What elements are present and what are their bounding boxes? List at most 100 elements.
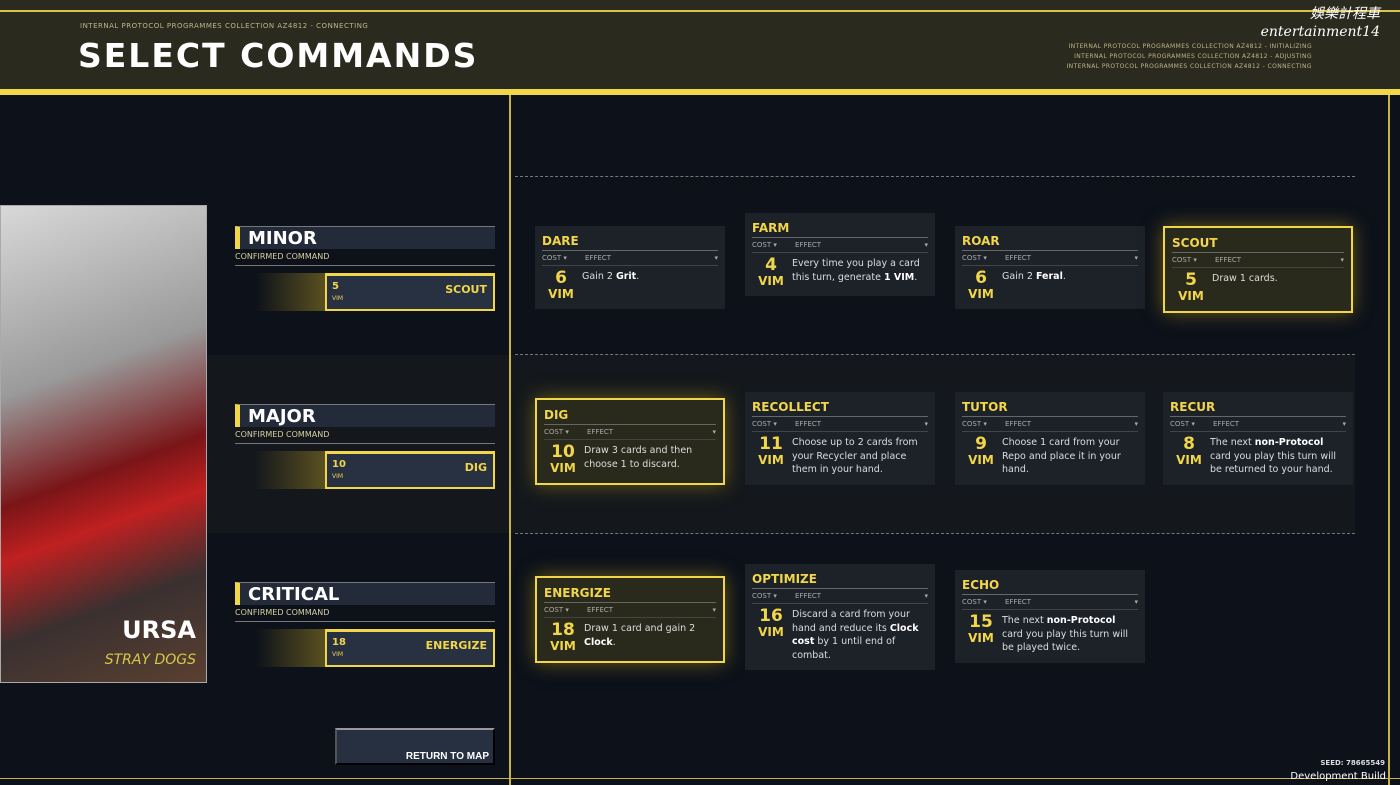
effect-header: EFFECT — [795, 420, 822, 428]
watermark-cn: 娛樂計程車 — [1310, 6, 1380, 22]
divider — [515, 354, 1355, 355]
card-header: COST ▾EFFECT▾ — [544, 425, 716, 440]
slot-tier: MINOR — [235, 226, 495, 249]
slot-cost: 10 — [332, 459, 346, 470]
card-effect: Discard a card from your hand and reduce… — [792, 609, 919, 661]
effect-header: EFFECT — [1005, 420, 1032, 428]
seed-label: SEED: 78665549 — [1320, 759, 1385, 767]
slot-tier: MAJOR — [235, 404, 495, 427]
card-effect: Gain 2 Feral. — [1002, 271, 1066, 282]
slot-unit: VIM — [332, 473, 344, 480]
effect-header: EFFECT — [1213, 420, 1240, 428]
header: INTERNAL PROTOCOL PROGRAMMES COLLECTION … — [0, 0, 1400, 95]
chevron-down-icon: ▾ — [1134, 420, 1138, 428]
chevron-down-icon: ▾ — [924, 592, 928, 600]
cost-header: COST ▾ — [542, 254, 567, 262]
selected-command[interactable]: 10 VIM DIG — [325, 451, 495, 489]
divider — [515, 176, 1355, 177]
card-header: COST ▾ EFFECT ▾ — [542, 251, 718, 266]
card-title: SCOUT — [1172, 236, 1344, 253]
card-title: ROAR — [962, 234, 1138, 251]
card-title: DARE — [542, 234, 718, 251]
cost-header: COST ▾ — [544, 606, 569, 614]
card-header: COST ▾ EFFECT ▾ — [962, 251, 1138, 266]
slot-cost: 5 — [332, 281, 339, 292]
cost-header: COST ▾ — [1172, 256, 1197, 264]
card-header: COST ▾ EFFECT ▾ — [1172, 253, 1344, 268]
effect-header: EFFECT — [795, 241, 822, 249]
slot-unit: VIM — [332, 651, 344, 658]
card-effect: The next non-Protocol card you play this… — [1210, 437, 1337, 475]
effect-header: EFFECT — [1005, 254, 1032, 262]
slot-glow — [255, 273, 325, 311]
card-effect: Choose up to 2 cards from your Recycler … — [792, 437, 918, 475]
effect-header: EFFECT — [587, 428, 614, 436]
cost-header: COST ▾ — [962, 598, 987, 606]
chevron-down-icon: ▾ — [1340, 256, 1344, 264]
card-title: RECOLLECT — [752, 400, 928, 417]
card-title: FARM — [752, 221, 928, 238]
slot-command: SCOUT — [445, 283, 487, 296]
status-line: INTERNAL PROTOCOL PROGRAMMES COLLECTION … — [1074, 53, 1312, 60]
selected-command[interactable]: 18 VIM ENERGIZE — [325, 629, 495, 667]
page-title: SELECT COMMANDS — [78, 36, 479, 75]
status-line: INTERNAL PROTOCOL PROGRAMMES COLLECTION … — [1066, 63, 1312, 70]
divider — [1388, 95, 1390, 785]
card-header: COST ▾EFFECT▾ — [752, 417, 928, 432]
character-team: STRAY DOGS — [104, 652, 196, 668]
card-header: COST ▾EFFECT▾ — [962, 595, 1138, 610]
return-to-map-button[interactable]: RETURN TO MAP — [335, 728, 495, 765]
chevron-down-icon: ▾ — [714, 254, 718, 262]
chevron-down-icon: ▾ — [924, 241, 928, 249]
command-slot-minor: MINOR CONFIRMED COMMAND 5 VIM SCOUT — [235, 226, 495, 311]
card-effect: Choose 1 card from your Repo and place i… — [1002, 437, 1121, 475]
card-title: RECUR — [1170, 400, 1346, 417]
effect-header: EFFECT — [1215, 256, 1242, 264]
chevron-down-icon: ▾ — [924, 420, 928, 428]
card-header: COST ▾EFFECT▾ — [752, 238, 928, 253]
divider — [515, 533, 1355, 534]
divider — [509, 95, 511, 785]
cost-header: COST ▾ — [962, 254, 987, 262]
chevron-down-icon: ▾ — [1134, 254, 1138, 262]
card-header: COST ▾EFFECT▾ — [1170, 417, 1346, 432]
header-subtitle: INTERNAL PROTOCOL PROGRAMMES COLLECTION … — [80, 22, 369, 30]
selected-command[interactable]: 5 VIM SCOUT — [325, 273, 495, 311]
slot-cost: 18 — [332, 637, 346, 648]
slot-status: CONFIRMED COMMAND — [235, 430, 495, 444]
card-title: DIG — [544, 408, 716, 425]
status-log: INTERNAL PROTOCOL PROGRAMMES COLLECTION … — [1067, 42, 1312, 72]
status-line: INTERNAL PROTOCOL PROGRAMMES COLLECTION … — [1068, 43, 1312, 50]
card-title: ECHO — [962, 578, 1138, 595]
divider — [0, 10, 1400, 12]
card-header: COST ▾EFFECT▾ — [752, 589, 928, 604]
slot-status: CONFIRMED COMMAND — [235, 252, 495, 266]
slot-unit: VIM — [332, 295, 344, 302]
chevron-down-icon: ▾ — [712, 428, 716, 436]
card-header: COST ▾EFFECT▾ — [544, 603, 716, 618]
card-title: OPTIMIZE — [752, 572, 928, 589]
character-portrait: URSA STRAY DOGS — [0, 205, 207, 683]
card-title: ENERGIZE — [544, 586, 716, 603]
effect-header: EFFECT — [585, 254, 612, 262]
cost-header: COST ▾ — [752, 592, 777, 600]
